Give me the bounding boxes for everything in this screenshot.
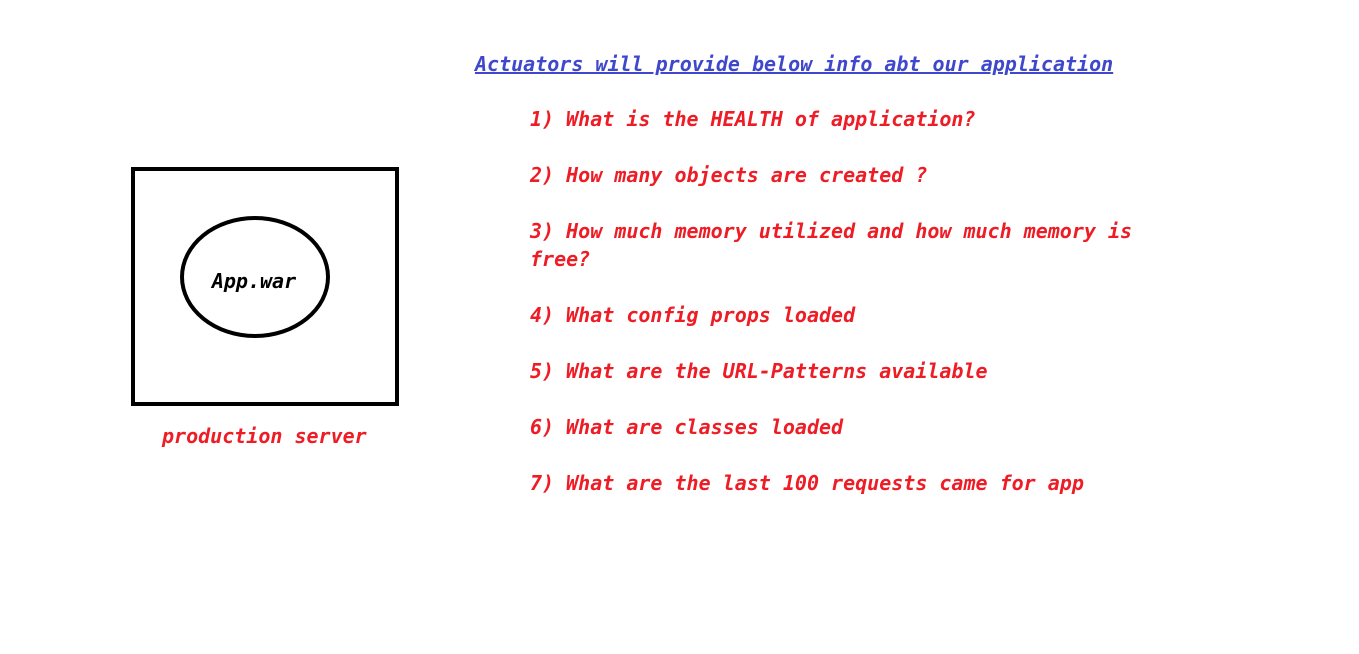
app-war-label: App.war [211, 269, 297, 293]
actuator-info-list: 1) What is the HEALTH of application? 2)… [530, 105, 1190, 525]
info-item-memory: 3) How much memory utilized and how much… [530, 219, 1133, 271]
actuators-heading: Actuators will provide below info abt ou… [475, 52, 1114, 76]
info-item-objects: 2) How many objects are created ? [530, 163, 928, 187]
info-item-health: 1) What is the HEALTH of application? [530, 107, 976, 131]
app-war-ellipse [180, 216, 330, 338]
production-server-caption: production server [162, 424, 367, 448]
info-item-requests: 7) What are the last 100 requests came f… [530, 471, 1084, 495]
production-server-box [131, 167, 399, 406]
info-item-config-props: 4) What config props loaded [530, 303, 856, 327]
info-item-url-patterns: 5) What are the URL-Patterns available [530, 359, 988, 383]
info-item-classes: 6) What are classes loaded [530, 415, 844, 439]
